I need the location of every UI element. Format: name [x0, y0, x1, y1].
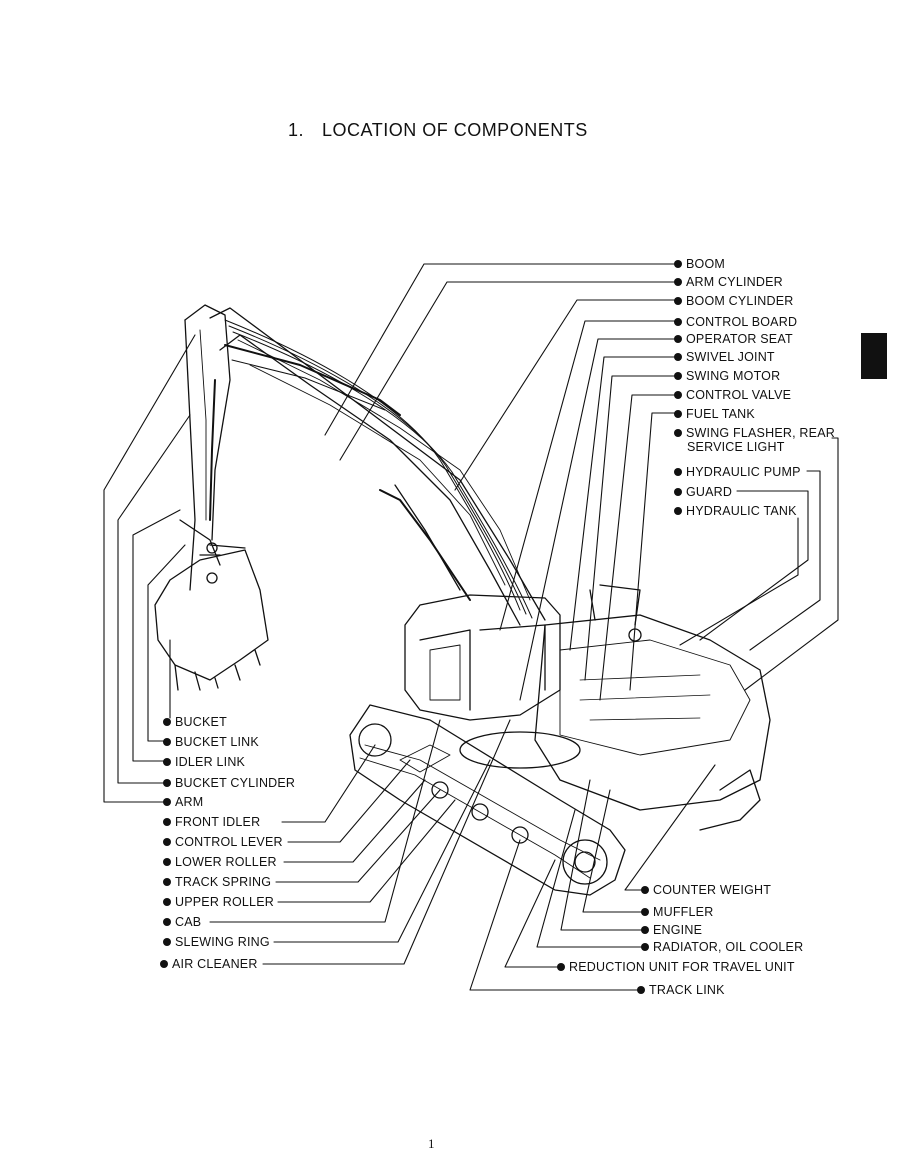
label-control-board: CONTROL BOARD — [674, 315, 797, 329]
label-bucket-link: BUCKET LINK — [163, 735, 259, 749]
label-arm-cylinder: ARM CYLINDER — [674, 275, 783, 289]
label-arm: ARM — [163, 795, 203, 809]
label-boom-cylinder: BOOM CYLINDER — [674, 294, 793, 308]
label-hydraulic-pump: HYDRAULIC PUMP — [674, 465, 801, 479]
label-engine: ENGINE — [641, 923, 702, 937]
section-tab-marker — [861, 333, 887, 379]
label-operator-seat: OPERATOR SEAT — [674, 332, 793, 346]
label-front-idler: FRONT IDLER — [163, 815, 260, 829]
leader-lines — [103, 263, 839, 991]
label-boom: BOOM — [674, 257, 725, 271]
label-guard: GUARD — [674, 485, 732, 499]
label-control-valve: CONTROL VALVE — [674, 388, 791, 402]
label-hydraulic-tank: HYDRAULIC TANK — [674, 504, 797, 518]
label-track-link: TRACK LINK — [637, 983, 725, 997]
label-bucket: BUCKET — [163, 715, 227, 729]
arm-drawing — [184, 304, 231, 591]
section-title: LOCATION OF COMPONENTS — [322, 120, 588, 140]
cab-drawing — [404, 594, 561, 721]
label-upper-roller: UPPER ROLLER — [163, 895, 274, 909]
cylinders-drawing — [209, 344, 471, 601]
page-title: 1. LOCATION OF COMPONENTS — [288, 120, 588, 141]
label-control-lever: CONTROL LEVER — [163, 835, 283, 849]
label-swing-flasher-continuation: SERVICE LIGHT — [687, 440, 785, 454]
hoses-drawing — [224, 319, 533, 619]
label-slewing-ring: SLEWING RING — [163, 935, 270, 949]
page-number: 1 — [428, 1136, 435, 1151]
label-counter-weight: COUNTER WEIGHT — [641, 883, 771, 897]
section-number: 1. — [288, 120, 305, 140]
label-muffler: MUFFLER — [641, 905, 713, 919]
label-lower-roller: LOWER ROLLER — [163, 855, 277, 869]
label-bucket-cylinder: BUCKET CYLINDER — [163, 776, 295, 790]
undercarriage-drawing — [349, 704, 761, 896]
label-reduction-unit: REDUCTION UNIT FOR TRAVEL UNIT — [557, 960, 795, 974]
label-fuel-tank: FUEL TANK — [674, 407, 755, 421]
slewing-ring-drawing — [459, 731, 581, 769]
label-track-spring: TRACK SPRING — [163, 875, 271, 889]
label-air-cleaner: AIR CLEANER — [160, 957, 258, 971]
label-radiator-oil-cooler: RADIATOR, OIL COOLER — [641, 940, 803, 954]
label-swivel-joint: SWIVEL JOINT — [674, 350, 775, 364]
label-idler-link: IDLER LINK — [163, 755, 245, 769]
bucket-drawing — [154, 519, 269, 691]
upper-structure-drawing — [534, 584, 771, 811]
label-cab: CAB — [163, 915, 201, 929]
boom-drawing — [209, 307, 546, 626]
label-swing-motor: SWING MOTOR — [674, 369, 780, 383]
